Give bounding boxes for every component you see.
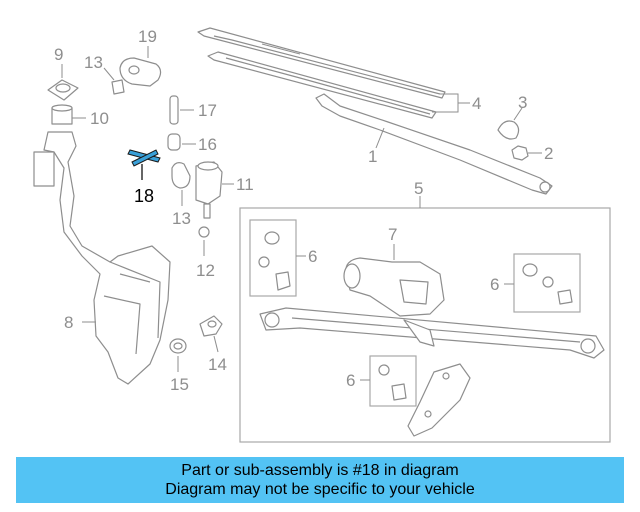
callout-7: 7 xyxy=(388,225,397,244)
washer-reservoir xyxy=(33,131,171,385)
callout-4-leader xyxy=(432,93,470,113)
hardware-right xyxy=(522,263,573,305)
arm-nut xyxy=(511,145,542,161)
wiper-blade-upper xyxy=(197,27,446,99)
part-18-highlighted xyxy=(127,149,161,180)
exploded-parts-diagram: 4 1 3 2 9 10 8 19 xyxy=(33,27,611,443)
washer-pump xyxy=(195,161,234,219)
callout-18: 18 xyxy=(134,186,154,206)
bracket-19 xyxy=(119,46,162,87)
callout-4: 4 xyxy=(472,94,481,113)
grommet-12 xyxy=(198,226,210,256)
callout-13-upper: 13 xyxy=(84,53,103,72)
hose-17 xyxy=(169,95,194,125)
callout-12: 12 xyxy=(196,261,215,280)
hardware-box-right xyxy=(513,253,581,313)
grommet-15 xyxy=(169,338,187,372)
callout-10: 10 xyxy=(90,109,109,128)
callout-6-left: 6 xyxy=(308,247,317,266)
grommet-16 xyxy=(167,133,196,151)
connector-14 xyxy=(199,315,223,353)
hardware-box-bottom xyxy=(369,355,417,407)
mounting-bracket xyxy=(407,363,471,437)
callout-11: 11 xyxy=(236,175,254,194)
hardware-left xyxy=(258,231,291,291)
wiper-linkage xyxy=(259,307,605,359)
callout-14: 14 xyxy=(208,355,227,374)
nozzle-13-lower xyxy=(171,162,191,206)
hardware-bottom xyxy=(378,364,407,401)
callout-2: 2 xyxy=(544,144,553,163)
filler-seal xyxy=(51,104,86,125)
info-banner: Part or sub-assembly is #18 in diagram D… xyxy=(16,457,624,503)
hardware-box-left xyxy=(249,219,297,297)
callout-6-right: 6 xyxy=(490,275,499,294)
filler-cap xyxy=(47,64,79,101)
callout-3: 3 xyxy=(518,93,527,112)
arm-cap xyxy=(497,107,523,140)
callout-15: 15 xyxy=(170,375,189,394)
callout-16: 16 xyxy=(198,135,217,154)
linkage-assembly-box xyxy=(239,207,611,443)
banner-line-1: Part or sub-assembly is #18 in diagram xyxy=(181,462,459,479)
banner-line-2: Diagram may not be specific to your vehi… xyxy=(165,481,475,498)
callout-17: 17 xyxy=(198,101,217,120)
callout-9: 9 xyxy=(54,45,63,64)
wiper-arm xyxy=(315,93,553,195)
callout-8: 8 xyxy=(64,313,73,332)
callout-6-bottom: 6 xyxy=(346,371,355,390)
callout-13-lower: 13 xyxy=(172,209,191,228)
callout-5: 5 xyxy=(414,179,423,198)
clip-13-upper xyxy=(103,67,125,95)
wiper-motor xyxy=(343,244,445,317)
callout-1: 1 xyxy=(368,147,377,166)
wiper-blade-lower xyxy=(207,51,437,119)
callout-19: 19 xyxy=(138,27,157,46)
